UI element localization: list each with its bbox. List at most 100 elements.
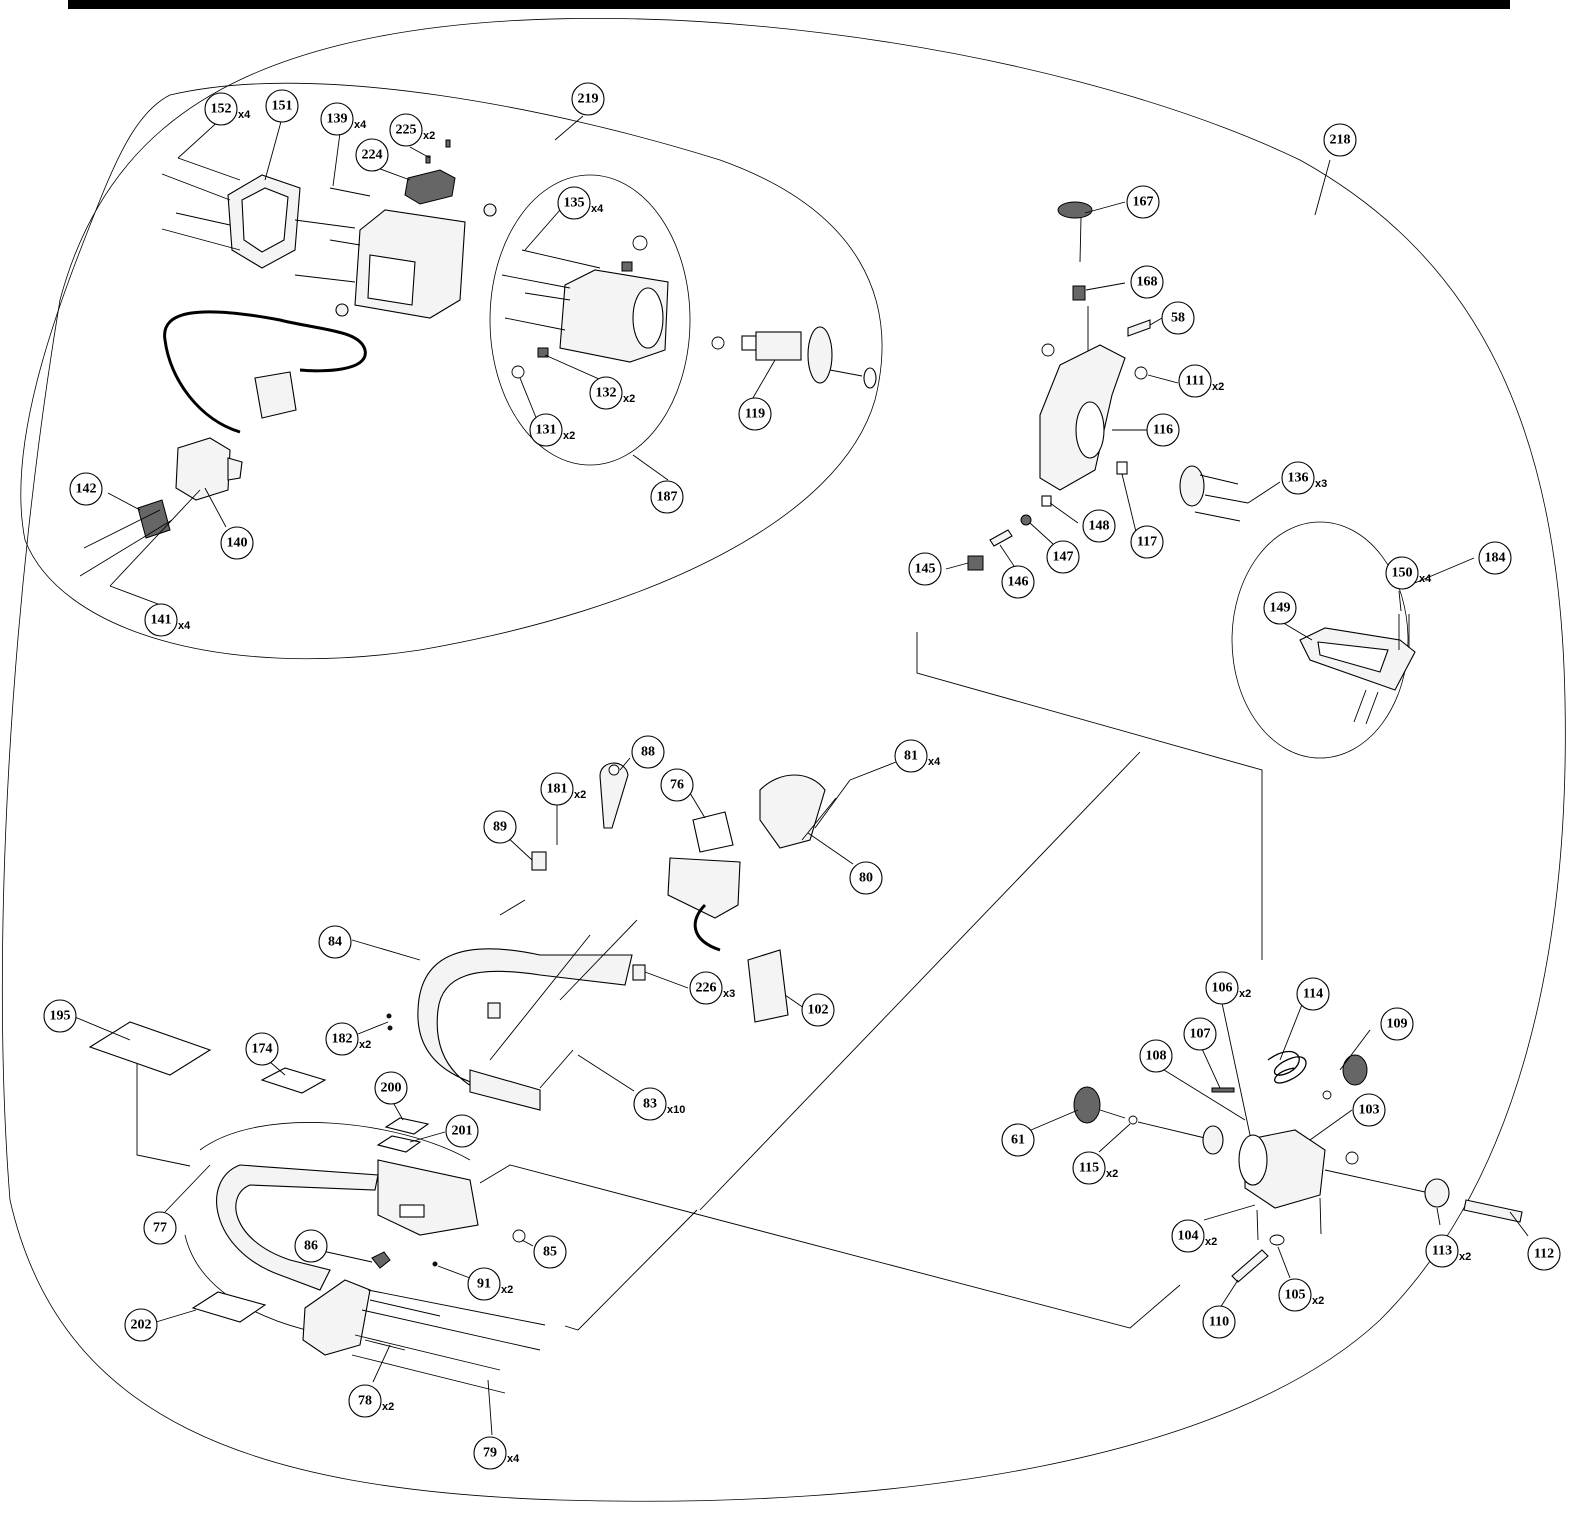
screw-225a [425, 155, 431, 164]
callout-circle [1478, 541, 1512, 575]
screw-91 [432, 1261, 438, 1267]
callout-quantity: x4 [1419, 573, 1432, 585]
connector-line-label-195 [136, 1063, 191, 1167]
callout-number: 103 [1359, 1103, 1380, 1118]
callout-quantity: x2 [574, 789, 586, 801]
callout-circle [320, 102, 354, 136]
callout-number: 108 [1146, 1049, 1167, 1064]
callout-circle [1001, 565, 1035, 599]
callout-148: 148 [1082, 509, 1116, 543]
c-frame-84 [417, 948, 633, 1106]
callout-number: 89 [493, 820, 507, 835]
callout-number: 77 [153, 1221, 167, 1236]
callout-number: 81 [904, 749, 918, 764]
callout-number: 195 [50, 1009, 71, 1024]
callout-number: 151 [272, 99, 293, 114]
callout-140: 140 [220, 526, 254, 560]
callout-number: 224 [362, 148, 383, 163]
callout-circle [1130, 525, 1164, 559]
stator-bore [632, 287, 664, 349]
callout-quantity: x4 [178, 620, 191, 632]
callout-202: 202 [124, 1308, 158, 1342]
armature-commutator [741, 335, 757, 351]
callout-quantity: x4 [354, 119, 367, 131]
callout-circle [1281, 461, 1315, 495]
roller-113 [1424, 1178, 1450, 1208]
callout-201: 201 [445, 1114, 479, 1148]
callout-number: 61 [1011, 1133, 1025, 1148]
washer-109 [1322, 1090, 1332, 1100]
brush-holder [621, 261, 633, 272]
blade-arm-slot [399, 1204, 425, 1218]
switch-box-140 [175, 437, 231, 501]
callout-number: 91 [477, 1277, 491, 1292]
callout-number: 139 [327, 112, 348, 127]
callout-number: 142 [76, 482, 97, 497]
brush-cover-224 [404, 169, 456, 205]
callout-number: 174 [252, 1042, 273, 1057]
knob-167 [1057, 201, 1093, 219]
callout-103: 103 [1352, 1093, 1386, 1127]
callout-142: 142 [69, 472, 103, 506]
bushing-111a [1041, 343, 1055, 357]
nut-bottom [335, 303, 349, 317]
callout-116: 116 [1146, 413, 1180, 447]
callout-circle [1183, 1017, 1217, 1051]
callout-quantity: x2 [501, 1284, 513, 1296]
wrench-88 [599, 762, 629, 829]
label-202 [191, 1291, 267, 1323]
callout-circle [631, 735, 665, 769]
callout-number: 202 [131, 1318, 152, 1333]
callout-number: 112 [1534, 1247, 1554, 1262]
callout-quantity: x2 [1459, 1251, 1471, 1263]
label-200 [384, 1117, 430, 1135]
callout-circle [849, 861, 883, 895]
callout-146: 146 [1001, 565, 1035, 599]
callout-89: 89 [483, 810, 517, 844]
clip-168 [1072, 285, 1086, 301]
callout-number: 107 [1190, 1027, 1211, 1042]
callout-circle [1072, 1151, 1106, 1185]
callout-119: 119 [738, 397, 772, 431]
callout-76: 76 [660, 768, 694, 802]
callout-number: 149 [1270, 601, 1291, 616]
bracket-226 [632, 964, 646, 981]
callout-number: 119 [745, 407, 765, 422]
callout-circle [529, 413, 563, 447]
callout-circle [1082, 509, 1116, 543]
callout-circle [1323, 123, 1357, 157]
callout-number: 116 [1153, 423, 1173, 438]
callout-quantity: x4 [238, 109, 251, 121]
gear-109 [1342, 1054, 1368, 1086]
callout-147: 147 [1046, 540, 1080, 574]
screws-150 [1353, 614, 1410, 725]
handle-149-inner [1317, 641, 1389, 673]
foot-block [302, 1279, 371, 1356]
bracket-226b [487, 1002, 501, 1019]
callout-circle [220, 526, 254, 560]
callout-circle [1202, 1305, 1236, 1339]
screws-136 [1194, 474, 1249, 522]
callout-number: 219 [578, 92, 599, 107]
callout-145: 145 [908, 552, 942, 586]
callout-circle [801, 993, 835, 1027]
label-58 [1127, 319, 1151, 337]
screws-83 [489, 899, 638, 1089]
callout-circle [445, 1114, 479, 1148]
bracket-89 [531, 851, 547, 871]
callout-circle [1380, 1007, 1414, 1041]
switch-142 [137, 499, 171, 539]
armature-fan [807, 326, 833, 384]
callout-quantity: x2 [1106, 1168, 1118, 1180]
callout-number: 132 [596, 386, 617, 401]
callout-circle [557, 186, 591, 220]
key-148 [1041, 495, 1052, 507]
brush-holder-132 [537, 347, 549, 358]
